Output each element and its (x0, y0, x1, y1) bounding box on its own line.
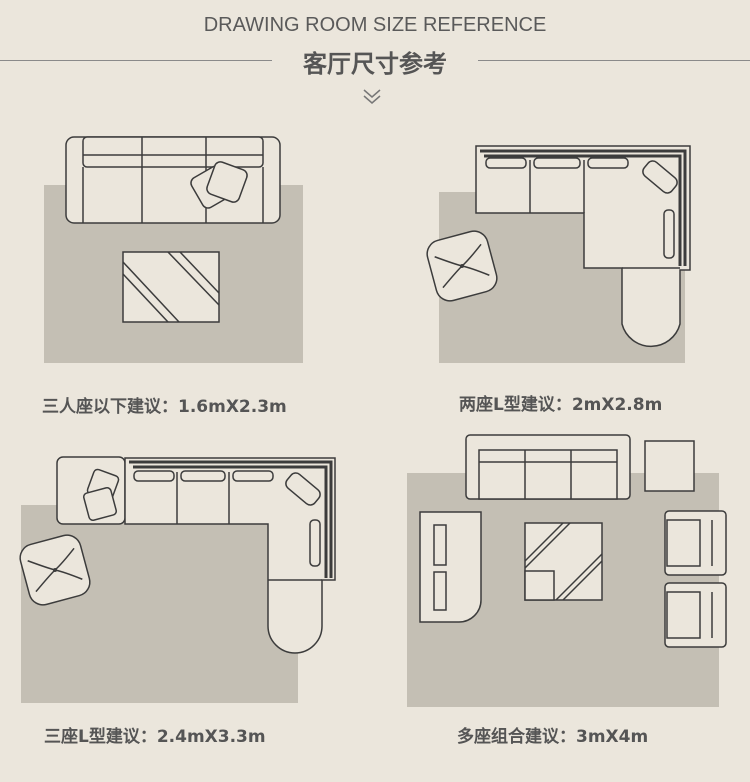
side-table (644, 440, 695, 492)
plan-three-seat-l (19, 456, 336, 703)
plan-multi-seat (407, 434, 727, 707)
armchair (664, 582, 727, 648)
caption-two-seat-l: 两座L型建议：2mX2.8m (459, 395, 663, 415)
rug (21, 505, 298, 703)
header-rule-left (0, 60, 272, 61)
header-title-cn: 客厅尺寸参考 (303, 50, 447, 78)
header-rule-right (478, 60, 750, 61)
plan-two-seat-l (426, 145, 691, 363)
header-title-en: DRAWING ROOM SIZE REFERENCE (203, 14, 547, 36)
plan-three-seat (44, 136, 303, 363)
coffee-table (524, 522, 603, 601)
caption-three-seat-l: 三座L型建议：2.4mX3.3m (44, 727, 266, 747)
caption-multi-seat: 多座组合建议：3mX4m (457, 727, 649, 747)
ottoman (426, 230, 498, 302)
coffee-table (122, 251, 220, 323)
pillow (83, 468, 120, 521)
cushion (190, 161, 248, 209)
ottoman (19, 534, 91, 606)
armchair (664, 510, 727, 576)
chevron-down-icon (363, 89, 381, 104)
chaise-left (419, 511, 482, 623)
caption-three-seat: 三人座以下建议：1.6mX2.3m (42, 397, 287, 417)
sofa-three-seat (65, 136, 281, 224)
sofa-three-seat (465, 434, 631, 500)
